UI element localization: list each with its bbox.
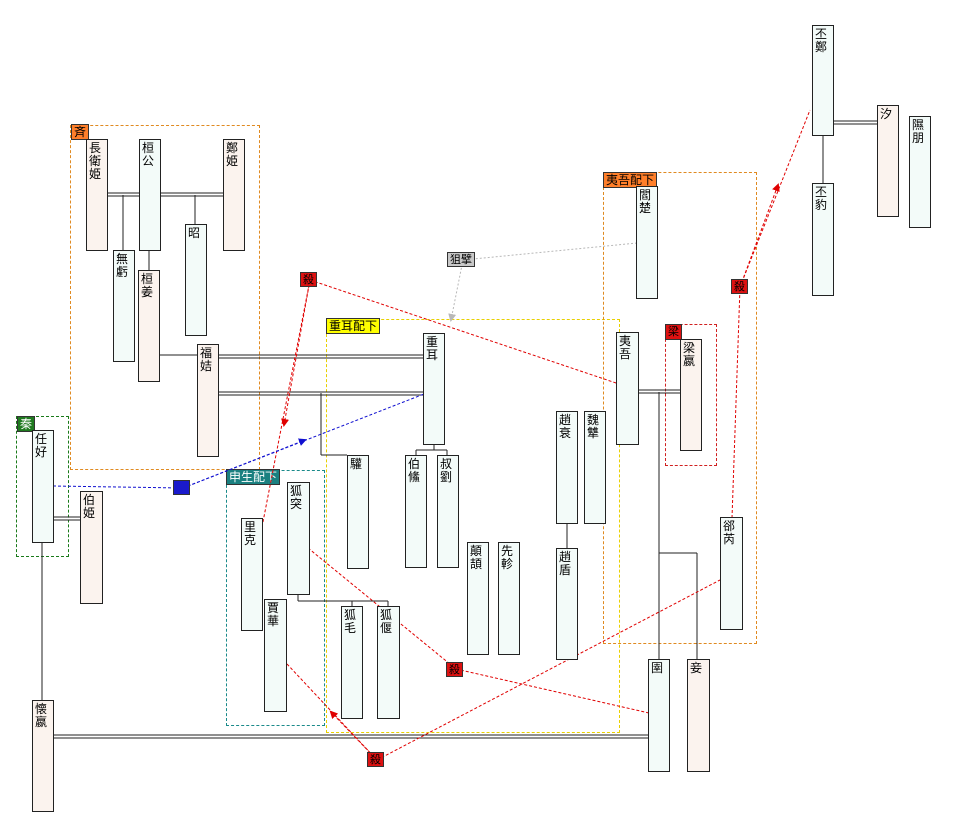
person-weichou[interactable]: 魏犨 [584, 411, 606, 524]
person-huzhu[interactable]: 狐突 [287, 482, 310, 595]
person-dianjie[interactable]: 顛頡 [467, 542, 489, 655]
person-yu2[interactable]: 圉 [648, 659, 670, 772]
person-yu-label: 驩 [350, 457, 363, 471]
person-liangying[interactable]: 梁嬴 [680, 339, 702, 451]
person-changweiji[interactable]: 長衛姫 [86, 139, 108, 251]
tag-kill-3[interactable]: 殺 [446, 662, 463, 677]
person-humao-label: 狐毛 [344, 608, 357, 635]
tag-blue[interactable]: 助 [173, 480, 190, 495]
group-label-chonger: 重耳配下 [326, 318, 381, 334]
group-liang [665, 324, 717, 466]
group-label-shensheng: 申生配下 [226, 469, 281, 485]
person-fuji[interactable]: 福姞 [197, 344, 219, 457]
person-huanjiang-label: 桓姜 [141, 272, 154, 299]
person-qie-label: 妾 [690, 661, 703, 675]
group-qi [70, 125, 260, 470]
tag-kill-4[interactable]: 殺 [367, 752, 384, 767]
person-xiqian-label: 郤芮 [723, 519, 736, 546]
person-like-label: 里克 [244, 520, 257, 547]
person-huangong-label: 桓公 [142, 141, 155, 168]
person-xianzhen[interactable]: 先軫 [498, 542, 520, 655]
person-yu[interactable]: 驩 [347, 455, 369, 569]
tag-jubi[interactable]: 狙擘 [447, 252, 475, 267]
person-zhaoshuai-label: 趙衰 [559, 413, 572, 440]
person-zhengji-label: 鄭姫 [226, 141, 239, 168]
person-boji-label: 伯姫 [83, 493, 96, 520]
person-xizhao[interactable]: 隰朋 [909, 116, 931, 228]
person-zhengji[interactable]: 鄭姫 [223, 139, 245, 251]
person-boyi-label: 伯鯈 [408, 457, 421, 484]
person-like[interactable]: 里克 [241, 518, 263, 631]
tag-kill-1[interactable]: 殺 [300, 272, 317, 287]
tag-kill-2[interactable]: 殺 [731, 279, 748, 294]
person-chonger-label: 重耳 [426, 335, 439, 362]
person-huaiying[interactable]: 懐嬴 [32, 700, 54, 812]
person-zhao-label: 昭 [188, 226, 201, 240]
person-dianjie-label: 顛頡 [470, 544, 483, 571]
person-huaiying-label: 懐嬴 [35, 702, 48, 729]
person-zhao[interactable]: 昭 [185, 224, 207, 336]
person-shuliu-label: 叔劉 [440, 457, 453, 484]
person-shuliu[interactable]: 叔劉 [437, 455, 459, 568]
person-xi-label: 汐 [880, 107, 893, 121]
person-bubao[interactable]: 丕豹 [812, 183, 834, 296]
person-fuji-label: 福姞 [200, 346, 213, 373]
person-yu2-label: 圉 [651, 661, 664, 675]
person-jia-label: 賈華 [267, 601, 280, 628]
group-chonger [326, 319, 620, 733]
group-label-qin: 秦 [17, 416, 36, 432]
group-yiwu [603, 172, 757, 644]
person-bubao-label: 丕豹 [815, 185, 828, 212]
person-xi[interactable]: 汐 [877, 105, 899, 217]
person-wukui[interactable]: 無虧 [113, 250, 135, 362]
person-jia[interactable]: 賈華 [264, 599, 287, 712]
person-xiqian[interactable]: 郤芮 [720, 517, 743, 630]
person-wukui-label: 無虧 [116, 252, 129, 279]
group-label-liang: 梁 [665, 324, 682, 340]
person-humao[interactable]: 狐毛 [341, 606, 363, 719]
person-yiwu[interactable]: 夷吾 [616, 332, 639, 445]
person-qie[interactable]: 妾 [687, 659, 710, 772]
person-huyan-label: 狐偃 [380, 608, 393, 635]
person-renhao[interactable]: 任好 [32, 430, 54, 543]
person-buzheng[interactable]: 丕鄭 [812, 25, 834, 136]
person-boji[interactable]: 伯姫 [80, 491, 103, 604]
person-xianzhen-label: 先軫 [501, 544, 514, 571]
person-huanjiang[interactable]: 桓姜 [138, 270, 160, 382]
person-renhao-label: 任好 [35, 432, 48, 459]
person-zhaoshuai[interactable]: 趙衰 [556, 411, 578, 524]
person-changweiji-label: 長衛姫 [89, 141, 102, 181]
person-zhaodun[interactable]: 趙盾 [556, 548, 578, 660]
person-guanchu-label: 閻楚 [639, 188, 652, 215]
group-label-qi: 斉 [71, 124, 90, 140]
person-liangying-label: 梁嬴 [683, 341, 696, 368]
person-huzhu-label: 狐突 [290, 484, 303, 511]
person-xizhao-label: 隰朋 [912, 118, 925, 145]
person-zhaodun-label: 趙盾 [559, 550, 572, 577]
person-huyan[interactable]: 狐偃 [377, 606, 400, 719]
person-buzheng-label: 丕鄭 [815, 27, 828, 54]
person-boyi[interactable]: 伯鯈 [405, 455, 427, 568]
group-label-yiwu: 夷吾配下 [603, 172, 658, 188]
person-weichou-label: 魏犨 [587, 413, 600, 440]
person-chonger[interactable]: 重耳 [423, 333, 445, 445]
person-yiwu-label: 夷吾 [619, 334, 632, 361]
person-guanchu[interactable]: 閻楚 [636, 186, 658, 299]
person-huangong[interactable]: 桓公 [139, 139, 161, 251]
